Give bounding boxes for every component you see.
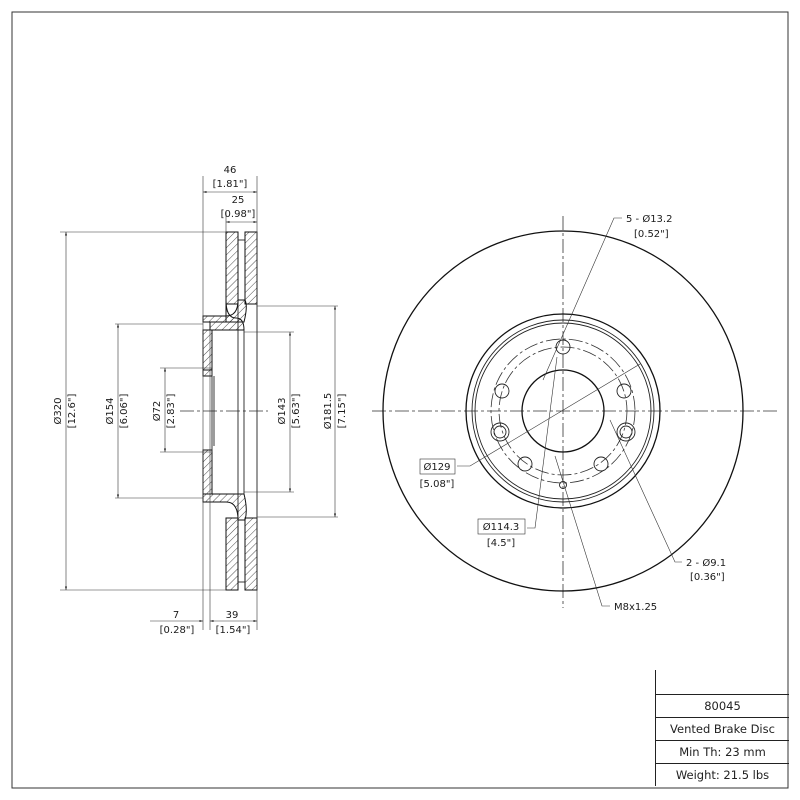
callout-locator-holes-in: [0.36"] [690, 572, 725, 583]
min-thickness: Min Th: 23 mm [656, 740, 789, 763]
dim-hat-diameter: Ø154 [104, 398, 116, 425]
dim-inner-hat-in: [5.63"] [291, 394, 302, 429]
title-block-divider [655, 670, 656, 694]
dim-hat-offset: 7 [173, 610, 179, 621]
part-description: Vented Brake Disc [656, 717, 789, 740]
dim-friction-inner: Ø181.5 [322, 393, 334, 430]
callout-thread: M8x1.25 [614, 602, 657, 613]
dim-friction-inner-in: [7.15"] [337, 394, 348, 429]
dim-overall-width: 46 [224, 165, 237, 176]
callout-bolt-circle-in: [4.5"] [487, 538, 515, 549]
dim-outer-diameter-in: [12.6"] [67, 394, 78, 429]
weight: Weight: 21.5 lbs [656, 763, 789, 786]
dim-rotor-thickness: 25 [232, 195, 245, 206]
front-view: 5 - Ø13.2 [0.52"] Ø129 [5.08"] Ø114.3 [4… [372, 213, 780, 613]
dim-center-bore: Ø72 [151, 401, 163, 422]
dim-rotor-thickness-in: [0.98"] [221, 209, 256, 220]
dim-hat-depth-in: [1.54"] [216, 625, 251, 636]
title-block: 80045 Vented Brake Disc Min Th: 23 mm We… [655, 694, 789, 786]
part-number: 80045 [656, 694, 789, 717]
side-section-view: 46 [1.81"] 25 [0.98"] Ø320 [12.6"] Ø154 … [52, 165, 348, 636]
dim-hat-depth: 39 [226, 610, 239, 621]
dim-overall-width-in: [1.81"] [213, 179, 248, 190]
drawing-border [11, 11, 789, 789]
callout-locator-holes: 2 - Ø9.1 [686, 557, 726, 569]
dim-hat-offset-in: [0.28"] [160, 625, 195, 636]
dim-center-bore-in: [2.83"] [166, 394, 177, 429]
dim-outer-diameter: Ø320 [52, 398, 64, 425]
dim-inner-hat: Ø143 [276, 398, 288, 425]
callout-pilot-circle: Ø129 [424, 461, 451, 473]
dim-hat-diameter-in: [6.06"] [119, 394, 130, 429]
callout-bolt-holes-in: [0.52"] [634, 229, 669, 240]
callout-bolt-holes: 5 - Ø13.2 [626, 213, 672, 225]
callout-pilot-circle-in: [5.08"] [420, 479, 455, 490]
callout-bolt-circle: Ø114.3 [483, 521, 520, 533]
